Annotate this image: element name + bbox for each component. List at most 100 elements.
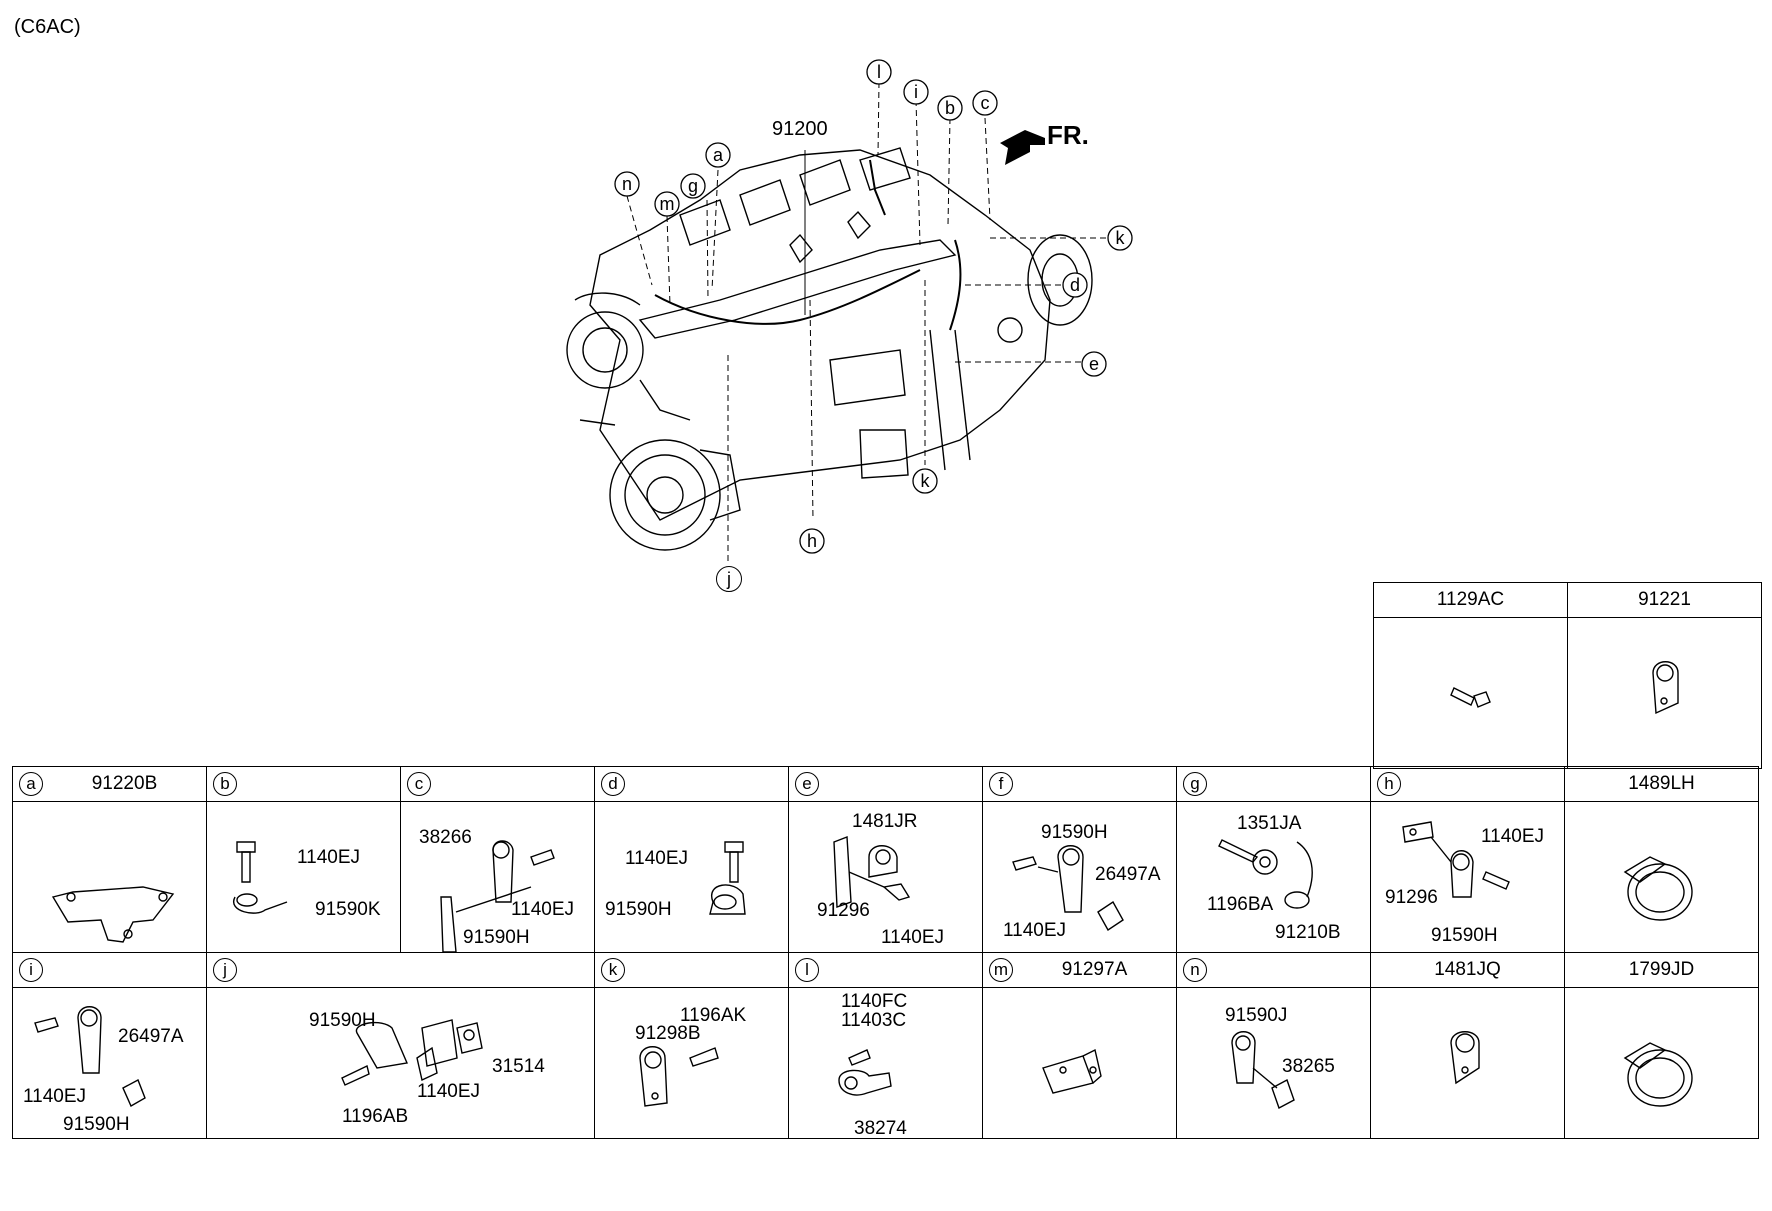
panel-letter: i: [19, 958, 43, 982]
part-drawing-h: [1402, 821, 1510, 898]
part-number-label: 26497A: [118, 1026, 184, 1047]
panel-body-i: 26497A 1140EJ 91590H: [13, 988, 206, 1138]
part-drawing-1489LH: [1623, 856, 1693, 921]
panel-body-b: 1140EJ 91590K: [207, 802, 400, 952]
panel-letter: h: [1377, 772, 1401, 796]
part-drawing-1799JD: [1623, 1042, 1693, 1107]
part-drawing-c: [440, 840, 555, 952]
part-drawing-g: [1218, 839, 1313, 909]
part-number-label: 26497A: [1095, 864, 1161, 885]
panel-letter: c: [407, 772, 431, 796]
panel-body-m: [983, 988, 1176, 1138]
part-number-label: 1140FC: [841, 991, 908, 1012]
panel-letter: l: [795, 958, 819, 982]
part-number-label: 91590H: [1041, 822, 1108, 843]
part-number-label: 91590K: [315, 899, 381, 920]
panel-letter: k: [601, 958, 625, 982]
panel-header-j: j: [207, 953, 594, 987]
part-number-label: 91590H: [463, 927, 530, 948]
part-number-label: 1140EJ: [23, 1086, 87, 1107]
part-drawing-a: [51, 886, 175, 943]
panel-letter: m: [989, 958, 1013, 982]
part-drawing-i: [34, 1006, 146, 1107]
svg-text:k: k: [921, 471, 931, 491]
part-drawing-b: [232, 841, 288, 914]
panel-letter: b: [213, 772, 237, 796]
part-drawing-l: [838, 1049, 892, 1096]
part-drawing-n: [1231, 1031, 1295, 1110]
panel-header-l: l: [789, 953, 982, 987]
panel-part-number: 1799JD: [1628, 959, 1695, 980]
part-number-label: 91590H: [1431, 925, 1498, 946]
part-number-label: 11403C: [841, 1010, 907, 1031]
part-number-label: 1196AB: [342, 1106, 409, 1127]
panel-body-h: 1140EJ 91296 91590H: [1371, 802, 1564, 952]
main-part-number: 91200: [772, 118, 828, 140]
svg-text:c: c: [981, 93, 990, 113]
panel-header-1481JQ: 1481JQ: [1371, 953, 1564, 987]
svg-text:i: i: [914, 82, 918, 102]
panel-body-1489LH: [1565, 802, 1758, 952]
panel-header-h: h: [1371, 767, 1564, 801]
svg-text:g: g: [688, 176, 698, 196]
front-direction-label: FR.: [1047, 120, 1089, 150]
part-number-label: 38265: [1282, 1056, 1335, 1077]
panel-header-k: k: [595, 953, 788, 987]
panel-letter: d: [601, 772, 625, 796]
part-number-label: 91590H: [63, 1114, 130, 1135]
panel-letter: g: [1183, 772, 1207, 796]
part-number-label: 91590H: [605, 899, 672, 920]
part-number-label: 1140EJ: [881, 927, 945, 948]
panel-body-a: [13, 802, 206, 952]
panel-header-1489LH: 1489LH: [1565, 767, 1758, 801]
part-number-label: 38274: [854, 1118, 907, 1139]
part-number-label: 1140EJ: [511, 899, 575, 920]
part-number-label: 1196AK: [680, 1005, 747, 1026]
svg-text:h: h: [807, 531, 817, 551]
part-number-label: 91210B: [1275, 922, 1341, 943]
panel-header: 91221: [1638, 589, 1691, 610]
panel-header-1799JD: 1799JD: [1565, 953, 1758, 987]
part-number-label: 91590H: [309, 1010, 376, 1031]
panel-header-e: e: [789, 767, 982, 801]
part-number-label: 1351JA: [1237, 813, 1302, 834]
panel-letter: a: [19, 772, 43, 796]
svg-text:m: m: [660, 194, 675, 214]
part-number-label: 1196BA: [1207, 894, 1274, 915]
panel-header-i: i: [13, 953, 206, 987]
panel-header-d: d: [595, 767, 788, 801]
part-number-label: 38266: [419, 827, 472, 848]
part-drawing-j: [341, 1019, 483, 1086]
part-drawing-f: [1012, 845, 1124, 932]
svg-text:e: e: [1089, 354, 1099, 374]
svg-text:d: d: [1070, 275, 1080, 295]
svg-text:k: k: [1116, 228, 1126, 248]
panel-body-1481JQ: [1371, 988, 1564, 1138]
part-number-label: 1140EJ: [297, 847, 361, 868]
part-number-label: 1140EJ: [1481, 826, 1545, 847]
part-drawing-e: [833, 836, 911, 908]
panel-part-number: 1489LH: [1628, 773, 1695, 794]
part-number-label: 91298B: [635, 1023, 701, 1044]
panel-header-f: f: [983, 767, 1176, 801]
part-number-label: 91296: [1385, 887, 1438, 908]
part-number-label: 1140EJ: [1003, 920, 1067, 941]
svg-text:l: l: [877, 62, 881, 82]
panel-header-n: n: [1177, 953, 1370, 987]
clip-91221-drawing: [1652, 661, 1679, 715]
part-number-label: 91296: [817, 900, 870, 921]
part-drawing-m: [1042, 1048, 1102, 1094]
part-number-label: 1140EJ: [417, 1081, 481, 1102]
panel-part-number: 91220B: [91, 773, 158, 794]
bolt-1129ac-drawing: [1450, 687, 1491, 708]
panel-body-c: 38266 1140EJ 91590H: [401, 802, 594, 952]
